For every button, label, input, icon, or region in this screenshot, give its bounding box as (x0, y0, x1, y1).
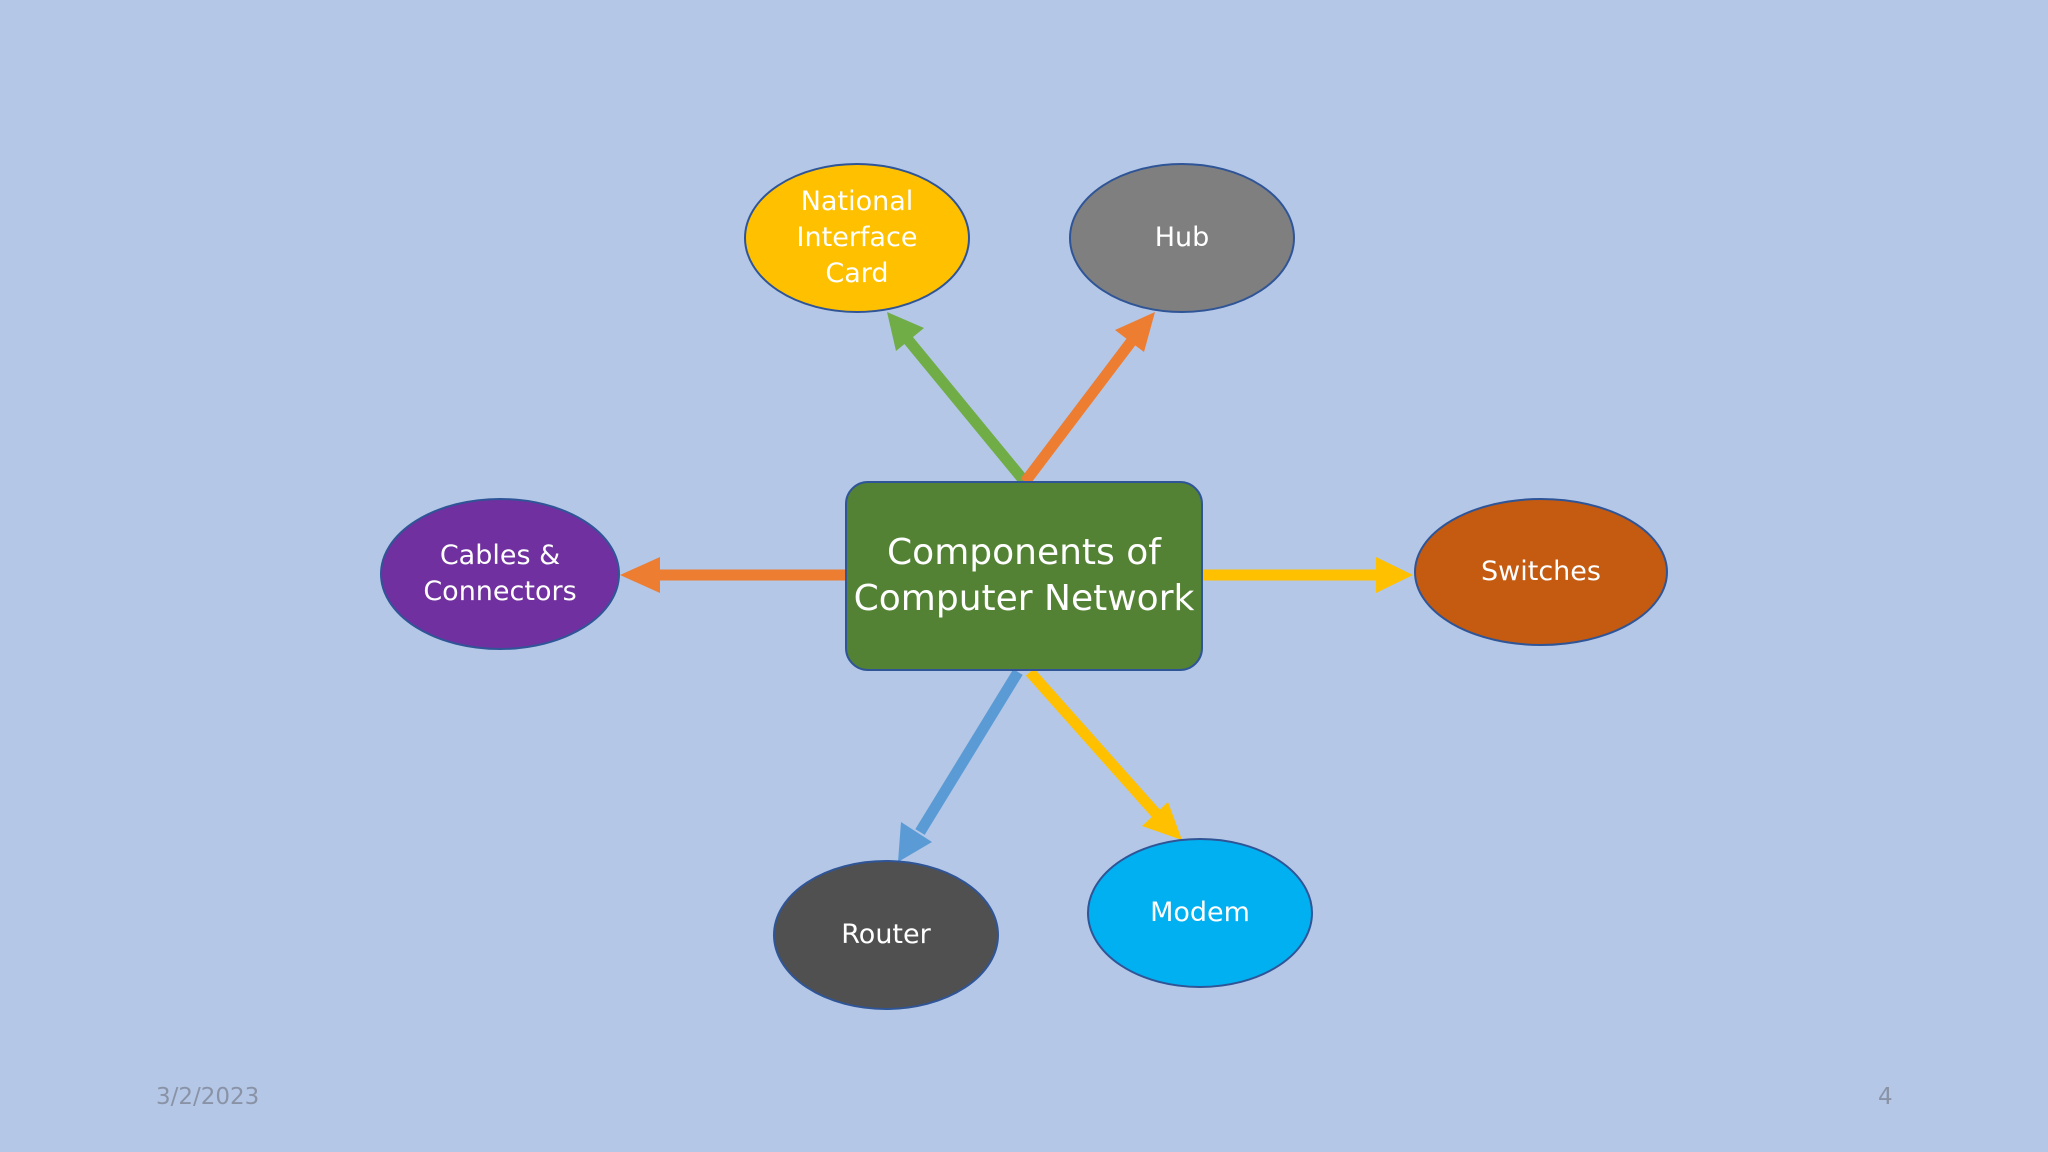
connector-to-switches (1202, 557, 1413, 593)
slide-page-number: 4 (1878, 1084, 1893, 1110)
node-hub-ellipse (1069, 163, 1295, 313)
connector-to-modem (1025, 668, 1182, 840)
center-box (845, 481, 1203, 671)
slide-date: 3/2/2023 (156, 1084, 260, 1110)
node-modem-ellipse (1087, 838, 1313, 988)
connector-to-hub (1020, 312, 1155, 486)
node-nic-ellipse (744, 163, 970, 313)
node-router-ellipse (773, 860, 999, 1010)
node-cables-ellipse (380, 498, 620, 650)
node-switches-ellipse (1414, 498, 1668, 646)
connector-to-cables (620, 557, 846, 593)
connector-to-router (898, 669, 1023, 862)
connector-to-nic (887, 312, 1030, 486)
